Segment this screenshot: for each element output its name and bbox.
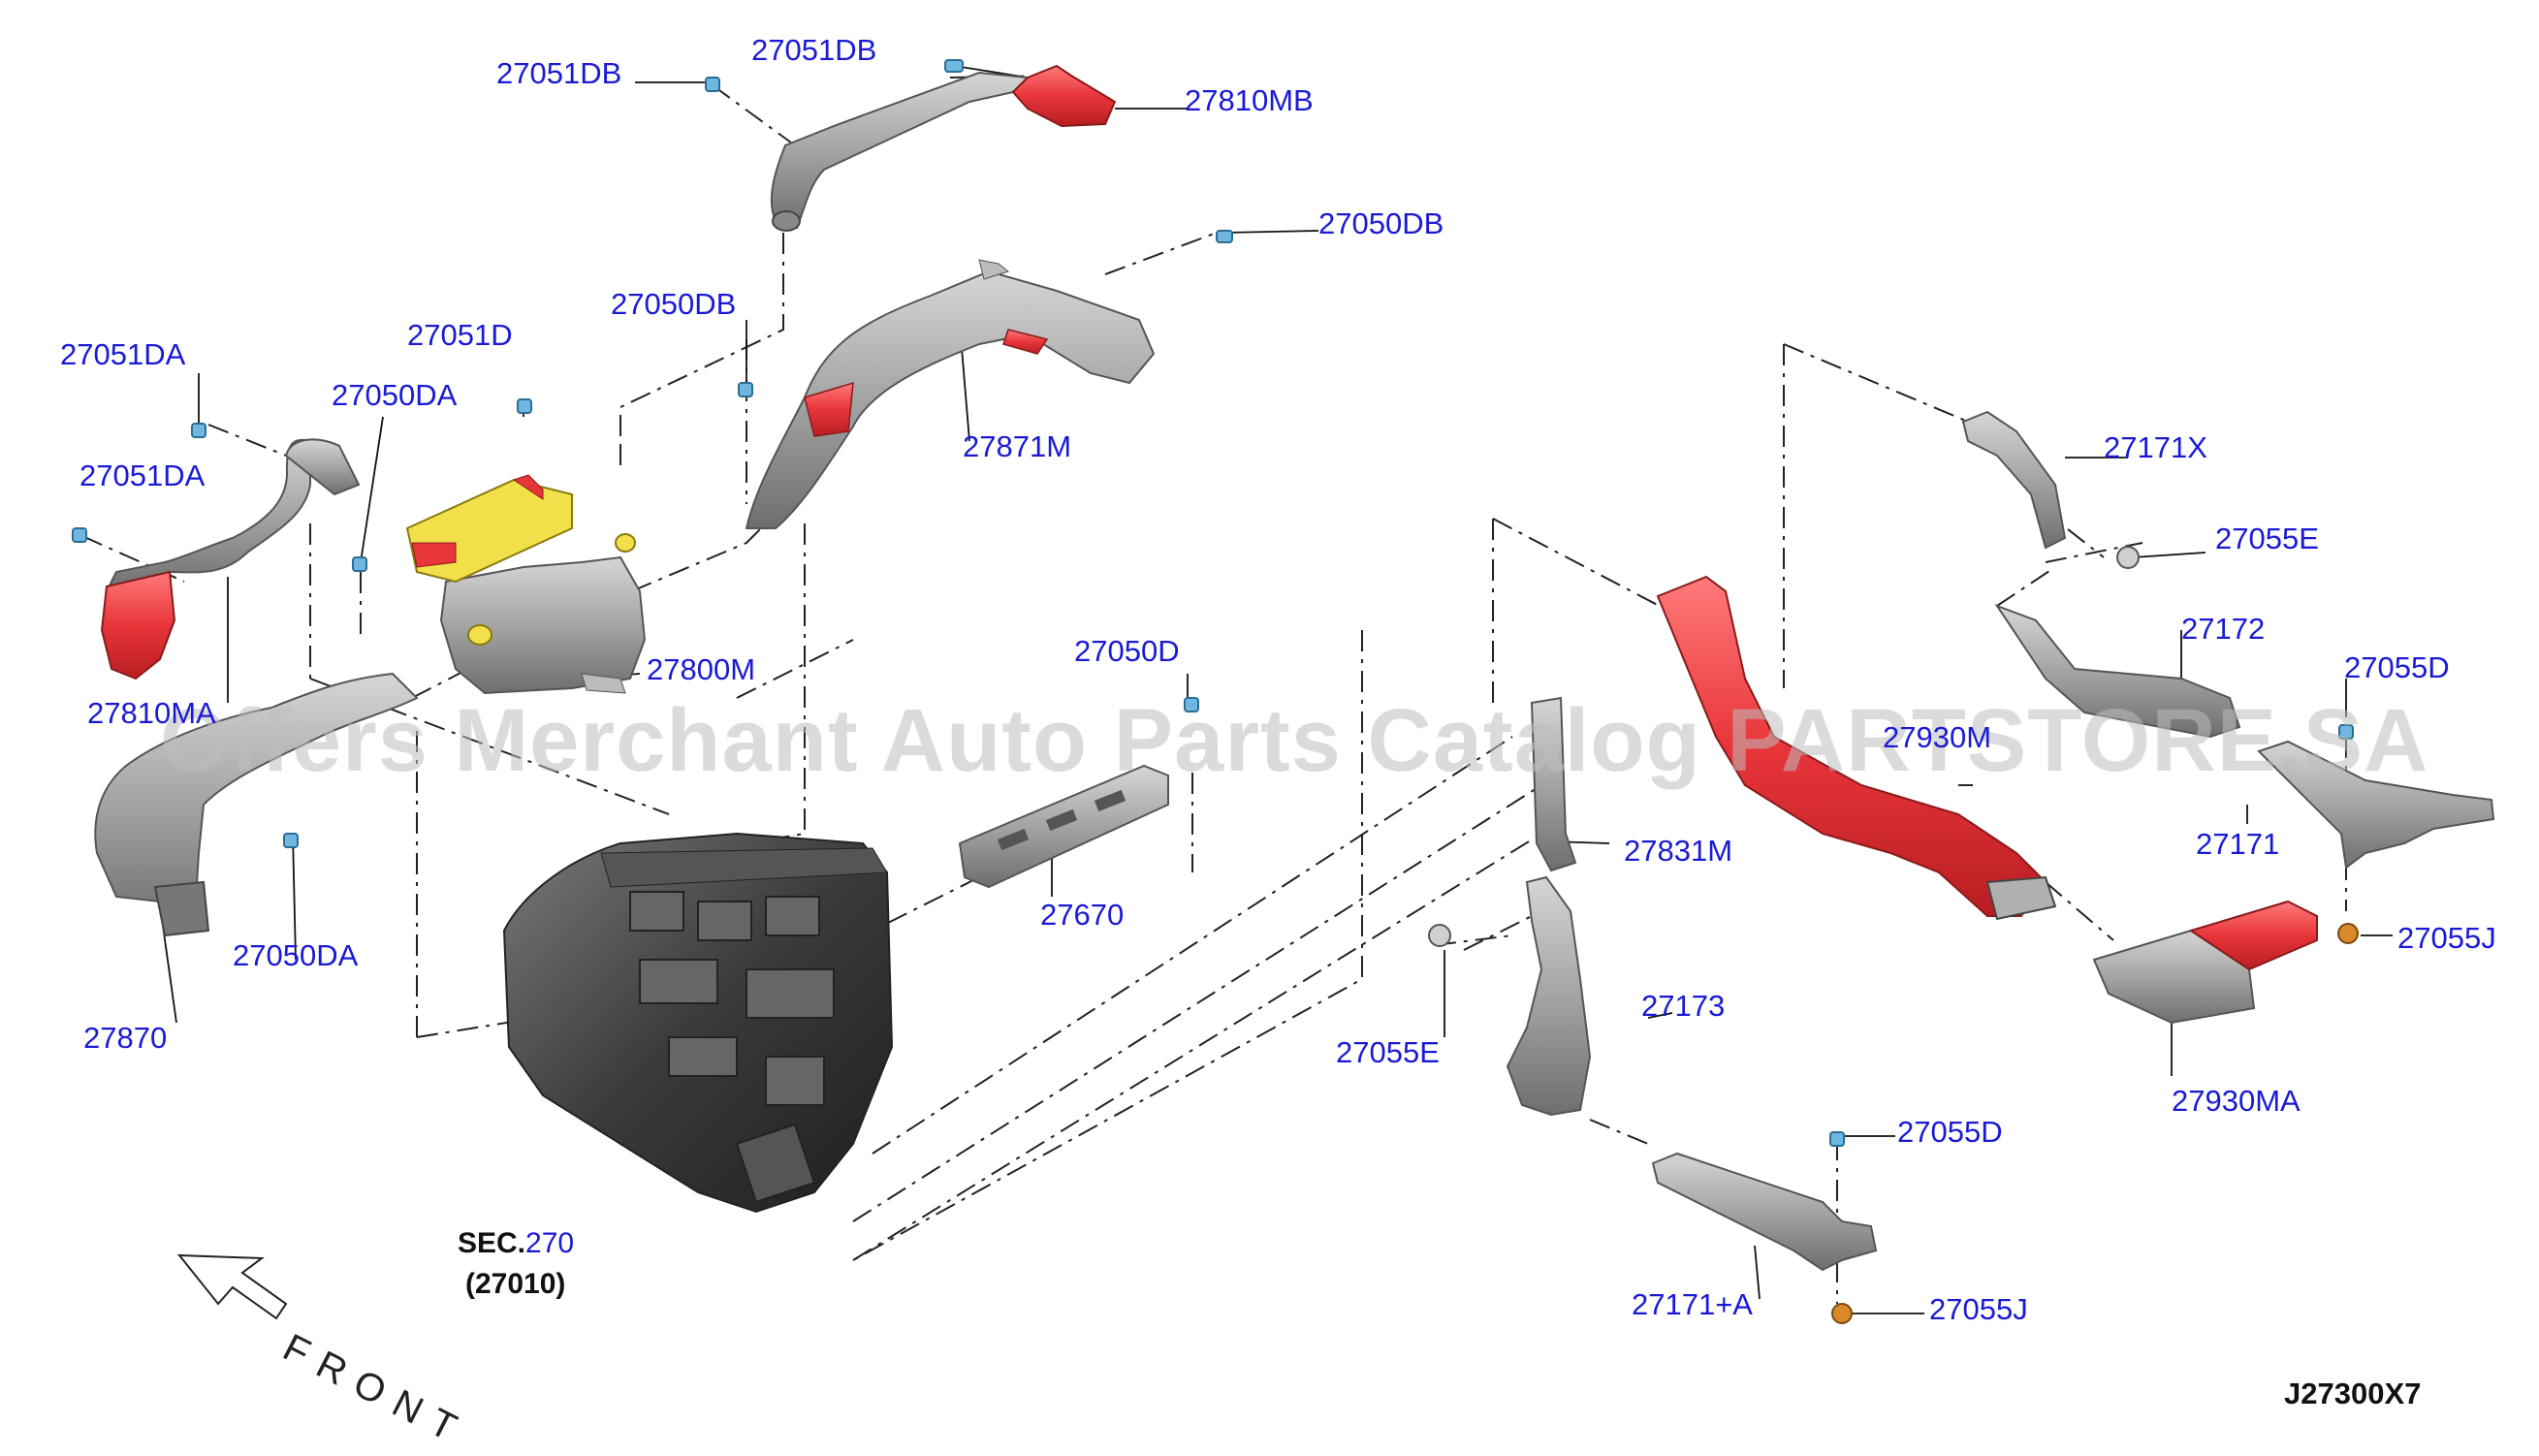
part-27930MA <box>2092 900 2318 1025</box>
bracket-27670 <box>958 764 1169 889</box>
part-label-27930M[interactable]: 27930M <box>1883 720 1992 754</box>
part-label-27171X[interactable]: 27171X <box>2104 430 2207 464</box>
part-label-27810MA[interactable]: 27810MA <box>87 696 216 730</box>
hvac-unit <box>502 832 894 1214</box>
part-label-27050DA-lower[interactable]: 27050DA <box>233 938 359 972</box>
part-label-27171[interactable]: 27171 <box>2196 827 2280 861</box>
part-label-27055D-right[interactable]: 27055D <box>2344 650 2450 684</box>
part-label-27050DA-top[interactable]: 27050DA <box>332 378 458 412</box>
part-label-27800M[interactable]: 27800M <box>647 652 756 686</box>
part-label-27173[interactable]: 27173 <box>1641 989 1726 1023</box>
clips <box>1831 923 2359 1324</box>
diagram-code: J27300X7 <box>2284 1377 2422 1410</box>
part-label-27055E-right[interactable]: 27055E <box>2215 522 2319 555</box>
part-label-27810MB[interactable]: 27810MB <box>1185 83 1314 117</box>
fasteners <box>72 59 2354 1147</box>
bracket-27171 <box>2257 740 2495 870</box>
part-label-27051DA-top[interactable]: 27051DA <box>60 337 186 371</box>
part-label-27055J-bottom[interactable]: 27055J <box>1929 1292 2028 1326</box>
part-label-27172[interactable]: 27172 <box>2181 612 2266 646</box>
part-label-27930MA[interactable]: 27930MA <box>2172 1084 2301 1118</box>
part-label-27051D[interactable]: 27051D <box>407 318 513 352</box>
part-label-27871M[interactable]: 27871M <box>963 429 1072 463</box>
assembly-lines <box>81 75 2347 1304</box>
part-label-27055D-bottom[interactable]: 27055D <box>1897 1115 2003 1149</box>
duct-27171X <box>1961 410 2067 550</box>
part-label-27050DB-center[interactable]: 27050DB <box>611 287 737 321</box>
duct-27173 <box>1506 875 1592 1117</box>
front-arrow-icon <box>176 1253 288 1320</box>
leader-lines <box>162 65 2393 1314</box>
bracket-27172 <box>1994 603 2241 739</box>
part-label-27171A[interactable]: 27171+A <box>1632 1287 1753 1321</box>
bracket-27831M <box>1530 696 1577 872</box>
assembly-27800M <box>405 474 647 695</box>
part-label-27050DB-right[interactable]: 27050DB <box>1318 206 1444 240</box>
part-label-27051DB-right[interactable]: 27051DB <box>751 33 877 67</box>
part-label-27051DB-left[interactable]: 27051DB <box>496 56 622 90</box>
section-prefix: SEC. <box>458 1227 526 1259</box>
part-label-27670[interactable]: 27670 <box>1040 898 1125 932</box>
duct-27810MA <box>100 438 361 681</box>
part-label-27051DA-lower[interactable]: 27051DA <box>79 459 206 492</box>
part-label-27831M[interactable]: 27831M <box>1624 834 1733 868</box>
duct-27810MB <box>770 64 1117 232</box>
section-part-number: (27010) <box>465 1268 566 1300</box>
duct-27930M <box>1656 575 2057 921</box>
bracket-27171A <box>1651 1152 1878 1272</box>
part-label-27055E-left[interactable]: 27055E <box>1336 1035 1440 1069</box>
part-label-27050D[interactable]: 27050D <box>1074 634 1180 668</box>
grommets <box>1428 546 2140 947</box>
part-label-27055J-right[interactable]: 27055J <box>2397 921 2496 955</box>
duct-27870 <box>94 672 419 937</box>
part-label-27870[interactable]: 27870 <box>83 1021 168 1055</box>
section-number-link[interactable]: 270 <box>525 1227 575 1259</box>
duct-27871M <box>745 259 1156 529</box>
section-reference: SEC.270 <box>458 1229 574 1258</box>
